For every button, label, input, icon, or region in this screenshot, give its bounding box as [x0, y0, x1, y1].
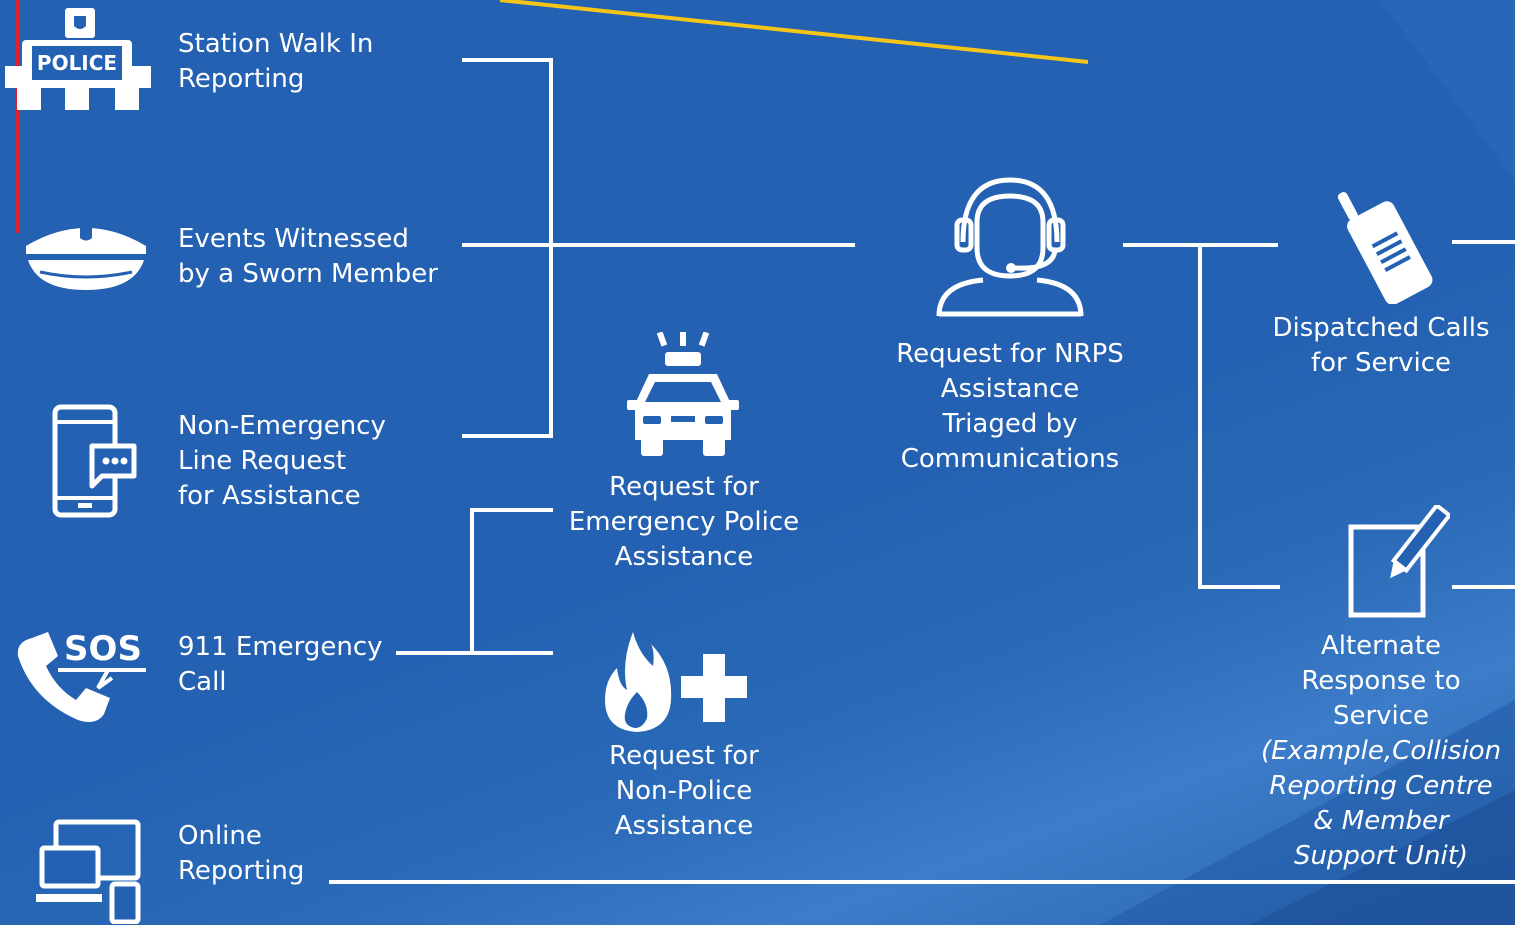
computer-devices-icon — [36, 819, 141, 924]
source-label-events-witnessed: Events Witnessed by a Sworn Member — [178, 224, 438, 289]
police-cap-icon — [26, 226, 146, 290]
triage-label: Request for NRPS Assistance Triaged by C… — [896, 339, 1124, 474]
svg-text:POLICE: POLICE — [37, 51, 117, 75]
accent-bar — [15, 0, 19, 233]
source-label-online-reporting: Online Reporting — [178, 821, 305, 886]
police-car-icon — [627, 332, 739, 456]
source-label-station-walk-in: Station Walk In Reporting — [178, 29, 374, 94]
outcome-label-dispatched: Dispatched Calls for Service — [1272, 313, 1490, 378]
police-station-icon: POLICE — [5, 8, 151, 110]
headset-operator-icon — [936, 177, 1084, 317]
alternate-example-note: (Example,Collision Reporting Centre & Me… — [1260, 736, 1502, 871]
mobile-chat-icon — [52, 404, 137, 518]
sos-phone-icon: SOS — [17, 629, 146, 722]
connector-source-bracket — [462, 58, 553, 438]
connector-911-bracket — [470, 508, 553, 655]
svg-text:SOS: SOS — [64, 629, 142, 669]
request-label-non-police: Request for Non-Police Assistance — [609, 741, 759, 841]
radio-icon — [1337, 192, 1433, 304]
accent-line — [499, 0, 1089, 64]
outcome-label-alternate: Alternate Response to Service (Example,C… — [1250, 629, 1512, 874]
fire-medical-icon — [605, 632, 747, 732]
source-label-non-emergency-line: Non-Emergency Line Request for Assistanc… — [178, 411, 386, 511]
notepad-pen-icon — [1348, 505, 1450, 618]
request-label-emergency-police: Request for Emergency Police Assistance — [568, 472, 800, 572]
source-label-911-call: 911 Emergency Call — [178, 632, 383, 697]
connector-alternate — [1198, 245, 1280, 589]
